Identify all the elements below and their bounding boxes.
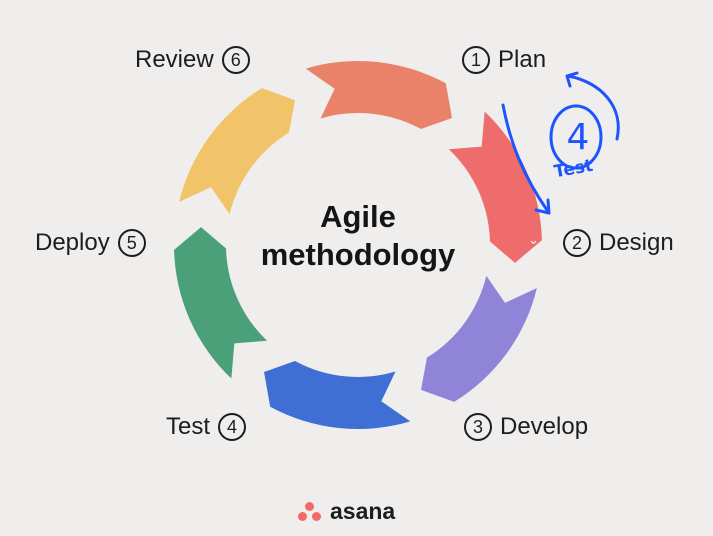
step-deploy-number: 5 xyxy=(117,229,146,257)
handwritten-circle-icon xyxy=(549,104,603,170)
small-chevron-icon: ⌄ xyxy=(528,232,539,247)
cycle-segment-design xyxy=(305,61,452,130)
step-develop-text: Develop xyxy=(500,413,589,440)
handwritten-down-arrow-curve-icon xyxy=(501,103,551,215)
asana-logo-icon xyxy=(298,501,322,522)
step-deploy-label: Deploy 5 xyxy=(35,229,146,257)
handwritten-up-arrow-curve-icon xyxy=(566,74,620,141)
cycle-segment-review xyxy=(174,227,268,379)
step-test-number: 4 xyxy=(218,413,247,441)
step-plan-number: 1 xyxy=(462,46,490,74)
step-plan-label: 1 Plan xyxy=(462,46,546,74)
diagram-title-line-2: methodology xyxy=(260,237,456,272)
step-deploy-text: Deploy xyxy=(35,229,110,256)
step-test-text: Test xyxy=(166,413,211,440)
cycle-segment-deploy xyxy=(264,361,411,429)
diagram-title: Agile methodology xyxy=(238,198,478,274)
brand-name: asana xyxy=(330,498,396,524)
step-design-number: 2 xyxy=(563,229,591,257)
step-review-number: 6 xyxy=(221,46,250,74)
step-review-text: Review xyxy=(135,46,214,73)
handwritten-arrow-annotation xyxy=(501,71,620,215)
cycle-segment-test xyxy=(421,275,537,402)
cycle-segment-plan xyxy=(179,88,295,215)
step-plan-text: Plan xyxy=(498,46,547,73)
handwritten-up-arrow-head-icon xyxy=(565,71,579,88)
handwritten-annotation-number: 4 xyxy=(566,117,590,158)
step-design-label: 2 Design xyxy=(563,229,674,257)
cycle-segment-develop xyxy=(448,111,542,263)
step-design-text: Design xyxy=(599,229,674,256)
step-test-label: Test 4 xyxy=(166,413,247,441)
diagram-title-line-1: Agile xyxy=(320,199,396,234)
step-review-label: Review 6 xyxy=(135,46,250,74)
asana-branding: asana xyxy=(298,498,395,525)
step-develop-number: 3 xyxy=(464,413,492,441)
handwritten-down-arrow-head-icon xyxy=(534,198,551,215)
step-develop-label: 3 Develop xyxy=(464,413,588,441)
